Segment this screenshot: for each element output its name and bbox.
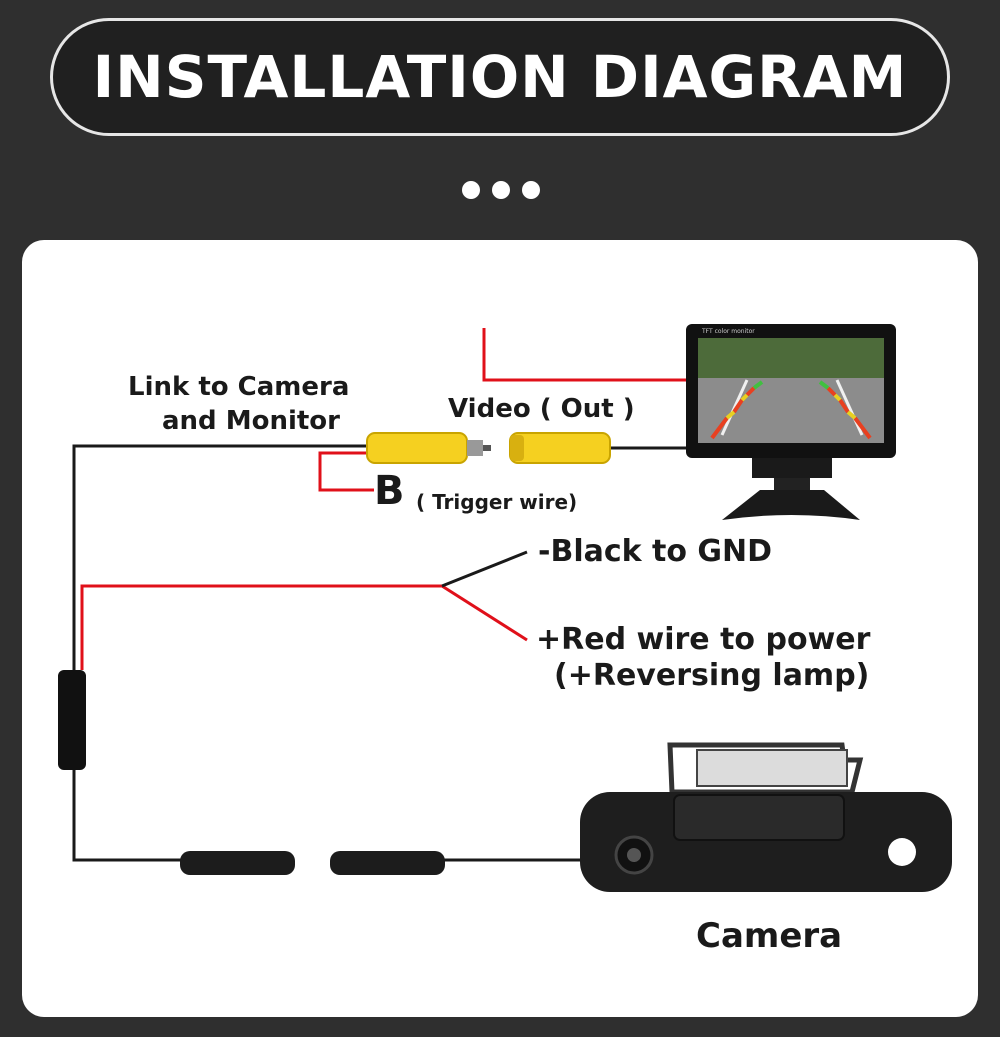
title-banner: INSTALLATION DIAGRAM — [50, 18, 950, 136]
gnd-wire-branch — [441, 550, 528, 588]
trigger-wire — [318, 451, 374, 492]
red-power-label: +Red wire to power — [536, 622, 871, 657]
black-gnd-label: -Black to GND — [538, 534, 773, 569]
pager-dots — [462, 181, 540, 199]
inline-fuse-box — [58, 670, 86, 770]
page-title: INSTALLATION DIAGRAM — [92, 43, 908, 111]
reversing-label: (+Reversing lamp) — [554, 658, 870, 693]
main-cable — [72, 444, 367, 862]
dot — [462, 181, 480, 199]
rca-female-connector — [509, 432, 611, 464]
wiring-diagram: TFT color monitor — [58, 324, 952, 892]
monitor-caption: TFT color monitor — [701, 328, 755, 335]
trigger-letter: B — [374, 468, 405, 514]
dot — [522, 181, 540, 199]
camera-label: Camera — [696, 916, 843, 956]
connector-female — [330, 851, 445, 875]
link-label-line2: and Monitor — [162, 406, 340, 436]
connector-male — [180, 851, 295, 875]
rca-male-connector — [366, 432, 491, 464]
red-wire-branch — [441, 584, 528, 642]
dot — [492, 181, 510, 199]
monitor-device: TFT color monitor — [686, 324, 896, 520]
trigger-label: ( Trigger wire) — [416, 490, 578, 514]
camera-handle-device — [580, 742, 952, 892]
monitor-power-line — [482, 328, 690, 382]
diagram-card: TFT color monitor Link to Camera and Mon… — [22, 240, 978, 1017]
link-label-line1: Link to Camera — [128, 372, 350, 402]
video-out-label: Video ( Out ) — [448, 394, 635, 424]
red-power-wire — [80, 584, 442, 670]
